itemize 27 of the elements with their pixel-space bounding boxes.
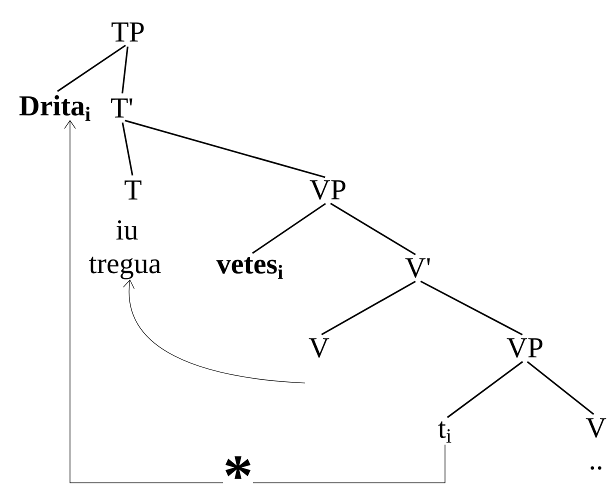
tree-label: iu	[116, 220, 138, 240]
tree-branch	[420, 280, 523, 336]
tree-label: t$_{i}$	[438, 421, 452, 443]
edge-label: *	[223, 456, 253, 496]
tree-branch	[446, 361, 524, 418]
tree-branch	[124, 120, 326, 178]
tree-label: vetes$_{i}$	[216, 257, 283, 279]
tree-branch	[57, 44, 126, 92]
tree-label: Drita$_{i}$	[19, 95, 90, 121]
tree-branch	[526, 361, 594, 415]
tree-branch	[321, 280, 416, 336]
tree-label: VP	[506, 338, 542, 358]
tree-branch	[252, 202, 326, 254]
tree-branch	[330, 202, 416, 256]
tree-label: TP	[112, 22, 144, 42]
tree-branch	[122, 46, 128, 94]
tree-label: T	[124, 180, 142, 200]
tree-branch	[122, 122, 134, 176]
tree-label: T'	[111, 98, 132, 118]
tree-label: V	[308, 338, 330, 358]
movement-arrow	[123, 280, 306, 384]
movement-arrow	[64, 120, 446, 484]
tree-label: V	[586, 418, 606, 438]
tree-label: tregua	[89, 256, 161, 280]
tree-label: VP	[310, 180, 346, 200]
tree-label: V'	[405, 258, 430, 278]
ellipsis: ..	[590, 466, 602, 470]
